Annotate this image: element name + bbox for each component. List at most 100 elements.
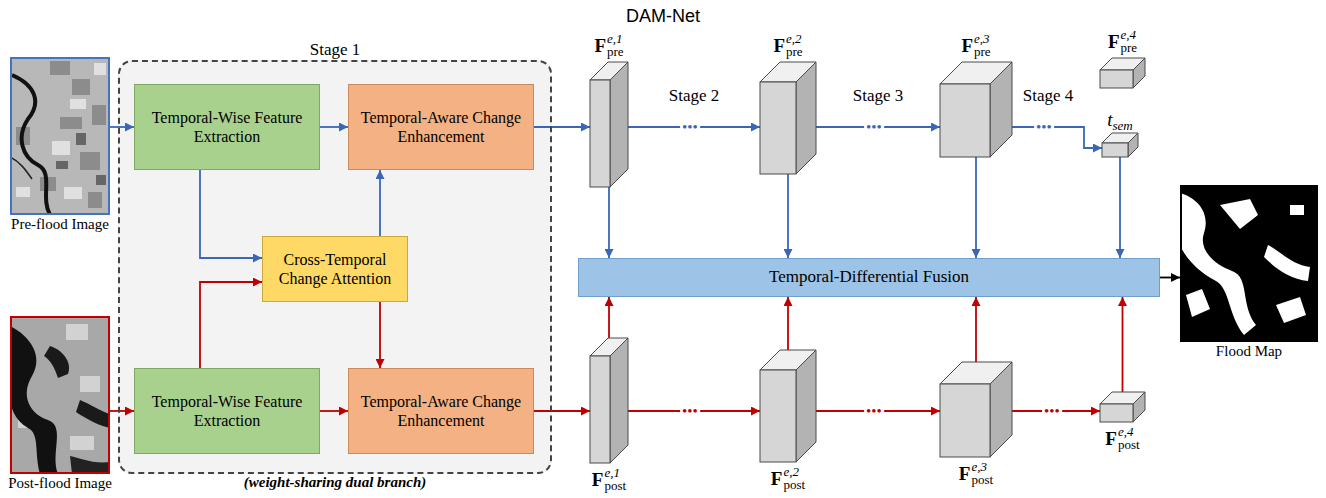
connector-arrow (320, 126, 348, 128)
token-subscript: sem (1113, 119, 1133, 132)
cube-side (990, 362, 1012, 457)
tensor-label: Fe,3pre (961, 32, 990, 58)
connector-arrow (1122, 297, 1124, 392)
flood-map-illustration (1180, 185, 1318, 342)
attention-box: Cross-Temporal Change Attention (262, 236, 408, 302)
cube-shape (590, 62, 628, 187)
connector-arrow (975, 297, 977, 362)
cube-side (610, 62, 628, 187)
tensor-subscript: post (783, 478, 805, 491)
cube-front (760, 370, 796, 462)
ellipsis-label: ••• (680, 120, 700, 135)
process-box: Temporal-Wise Feature Extraction (134, 368, 320, 454)
connector-arrow (534, 410, 590, 412)
tensor-symbol: F (1105, 429, 1117, 448)
connector-arrow (320, 410, 348, 412)
connector-arrow (534, 126, 590, 128)
connector-arrow (1012, 127, 1102, 148)
stage-label: Stage 3 (853, 86, 904, 106)
cube-shape (1100, 392, 1145, 422)
connector-arrow (787, 174, 789, 258)
tensor-label: Fe,2pre (773, 32, 802, 58)
tensor-scripts: e,1post (604, 466, 626, 492)
tensor-subscript: pre (974, 45, 991, 58)
tensor-scripts: e,1pre (607, 32, 624, 58)
tensor-subscript: post (604, 479, 626, 492)
ellipsis-label: ••• (680, 404, 700, 419)
cube-front (940, 384, 990, 457)
tensor-superscript: e,2 (786, 32, 803, 45)
cube-front (1100, 404, 1133, 422)
cube-side (796, 62, 816, 174)
cube-front (1102, 143, 1128, 157)
feature-cube: Fe,3post (940, 362, 1012, 457)
tensor-label: Fe,1pre (594, 32, 623, 58)
tensor-superscript: e,4 (1121, 28, 1138, 41)
process-box: Temporal-Wise Feature Extraction (134, 84, 320, 170)
cube-side (1133, 392, 1145, 422)
stage-label: Stage 2 (669, 86, 720, 106)
connector-arrow (110, 126, 134, 128)
feature-cube: Fe,3pre (940, 62, 1012, 157)
semantic-token: tsem (1102, 133, 1138, 157)
tensor-symbol: F (594, 36, 606, 55)
tensor-scripts: e,3pre (974, 32, 991, 58)
connector-arrow (1160, 277, 1180, 279)
stage-group: Stage 1(weight-sharing dual branch)Tempo… (118, 60, 552, 474)
tensor-label: Fe,3post (959, 460, 993, 486)
box-label: Temporal-Aware Change Enhancement (357, 108, 525, 146)
tensor-subscript: pre (1121, 41, 1138, 54)
feature-cube: Fe,4pre (1100, 58, 1145, 88)
cube-front (590, 356, 610, 463)
tensor-scripts: e,4post (1118, 425, 1140, 451)
pre-flood-illustration (10, 57, 110, 215)
stage-label: Stage 4 (1023, 86, 1074, 106)
tensor-scripts: e,2post (783, 465, 805, 491)
ellipsis-label: ••• (864, 120, 884, 135)
tensor-scripts: e,3post (971, 460, 993, 486)
feature-cube: Fe,4post (1100, 392, 1145, 422)
cube-shape (940, 362, 1012, 457)
tensor-symbol: F (959, 464, 971, 483)
cube-front (760, 82, 796, 174)
branch-caption: (weight-sharing dual branch) (244, 474, 427, 491)
process-box: Temporal-Aware Change Enhancement (348, 84, 534, 170)
cube-shape (1100, 58, 1145, 88)
box-label: Cross-Temporal Change Attention (271, 250, 399, 288)
box-label: Temporal-Aware Change Enhancement (357, 392, 525, 430)
diagram-title: DAM-Net (626, 6, 700, 27)
tensor-symbol: F (592, 470, 604, 489)
output-image: Flood Map (1180, 185, 1318, 342)
cube-front (1100, 70, 1133, 88)
cube-shape (1102, 133, 1138, 157)
tensor-symbol: F (773, 36, 785, 55)
tensor-subscript: pre (607, 45, 624, 58)
tensor-scripts: e,2pre (786, 32, 803, 58)
tensor-label: tsem (1107, 110, 1133, 129)
cube-shape (760, 350, 816, 462)
image-caption: Post-flood Image (8, 475, 112, 492)
connector-arrow (200, 282, 262, 368)
connector-arrow (1119, 157, 1121, 258)
input-image: Post-flood Image (10, 316, 110, 474)
tensor-subscript: post (1118, 438, 1140, 451)
cube-shape (760, 62, 816, 174)
tensor-superscript: e,3 (974, 32, 991, 45)
tensor-scripts: e,4pre (1121, 28, 1138, 54)
process-box: Temporal-Aware Change Enhancement (348, 368, 534, 454)
cube-side (1133, 58, 1145, 88)
tensor-label: Fe,1post (592, 466, 626, 492)
cube-shape (940, 62, 1012, 157)
cube-front (940, 84, 990, 157)
tensor-label: Fe,4pre (1108, 28, 1137, 54)
cube-front (590, 80, 610, 187)
connector-arrow (110, 410, 134, 412)
feature-cube: Fe,1post (590, 338, 628, 463)
tensor-label: Fe,4post (1105, 425, 1139, 451)
connector-arrow (975, 157, 977, 258)
box-label: Temporal-Wise Feature Extraction (143, 392, 311, 430)
connector-arrow (787, 297, 789, 350)
tensor-superscript: e,4 (1118, 425, 1140, 438)
cube-side (990, 62, 1012, 157)
